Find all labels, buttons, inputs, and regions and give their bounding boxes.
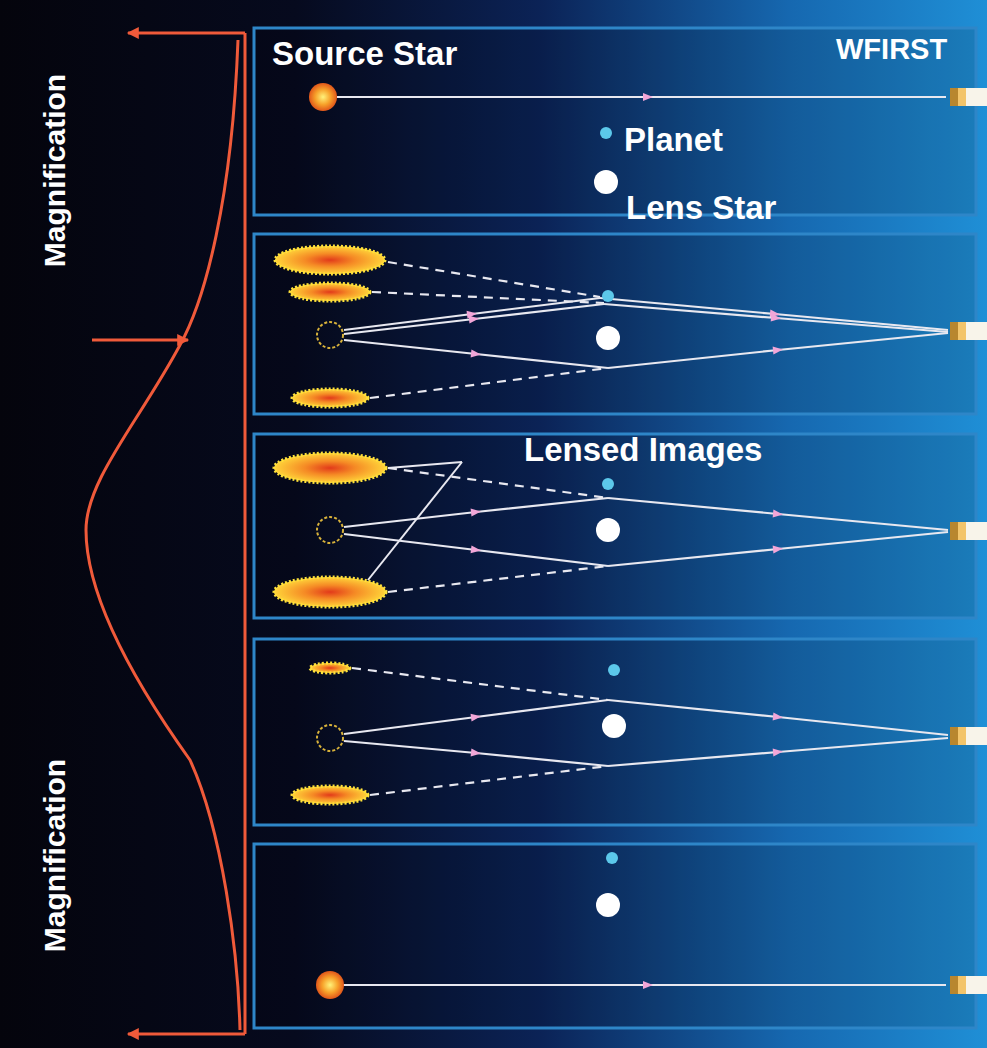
- lensed-images-label: Lensed Images: [524, 432, 762, 468]
- apparent-ray-lines: [352, 262, 608, 795]
- panel-frames: [254, 28, 976, 1028]
- source-star: [309, 83, 344, 999]
- axis-label: Magnification: [39, 73, 72, 266]
- leader-lines: [368, 462, 462, 580]
- lens-star: [594, 170, 626, 917]
- telescope-label: WFIRST: [836, 34, 947, 66]
- lens-star-label: Lens Star: [626, 190, 776, 226]
- axis-label: Magnification: [39, 758, 72, 951]
- planet-label: Planet: [624, 122, 723, 158]
- light-rays: [337, 97, 948, 985]
- source-star-label: Source Star: [272, 36, 457, 72]
- lensed-image: [274, 246, 386, 804]
- magnification-curve: [86, 33, 245, 1034]
- telescope: [950, 88, 987, 994]
- source-position: [317, 322, 343, 751]
- planet-dot: [600, 127, 620, 864]
